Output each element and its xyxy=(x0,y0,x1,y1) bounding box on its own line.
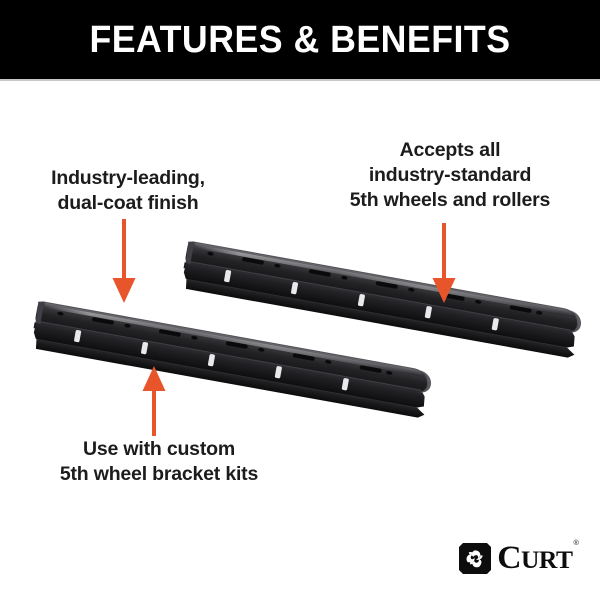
brand-logo: CURT® xyxy=(459,540,579,576)
brand-wordmark: CURT® xyxy=(497,540,579,576)
brand-wordmark-c: C xyxy=(497,540,522,576)
brand-wordmark-rest: URT xyxy=(521,547,573,574)
arrow-up-brackets xyxy=(142,366,166,436)
callout-caption-dual-coat: Industry-leading, dual-coat finish xyxy=(51,167,205,214)
trademark-symbol: ® xyxy=(573,540,579,547)
rail-upper xyxy=(179,240,584,360)
header-divider xyxy=(0,79,600,81)
rail-lower xyxy=(29,300,434,420)
page-title: FEATURES & BENEFITS xyxy=(89,18,511,61)
callout-caption-accepts: Accepts all industry-standard 5th wheels… xyxy=(349,139,551,211)
arrow-down-dual-coat xyxy=(112,219,136,303)
arrow-down-accepts xyxy=(432,223,456,303)
callout-caption-brackets: Use with custom 5th wheel bracket kits xyxy=(59,438,259,485)
header-banner: FEATURES & BENEFITS xyxy=(0,0,600,79)
curt-pinwheel-icon xyxy=(459,543,491,574)
